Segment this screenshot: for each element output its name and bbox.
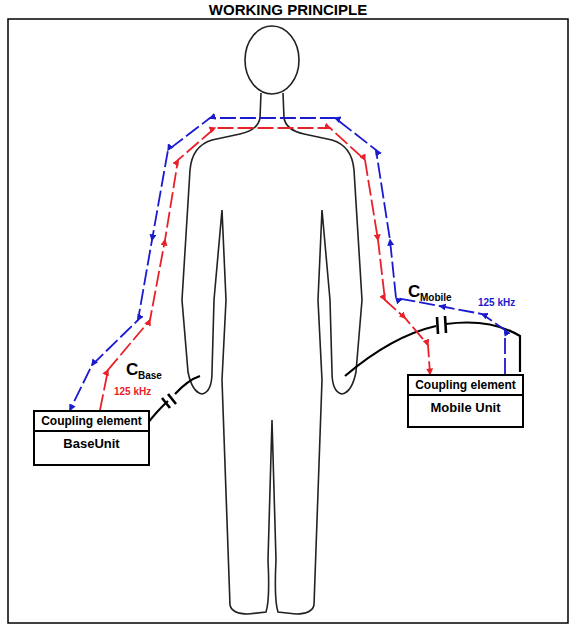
signal-path (100, 128, 430, 410)
diagram-label: Base (138, 371, 162, 381)
box-body: Mobile Unit (409, 396, 522, 421)
box-heading: Coupling element (409, 376, 522, 396)
capacitor-symbol (437, 316, 446, 334)
head (245, 26, 299, 94)
diagram-title: WORKING PRINCIPLE (0, 1, 576, 18)
diagram-label: Mobile (420, 293, 452, 303)
coupling-unit-box: Coupling elementBaseUnit (33, 410, 150, 466)
wire (446, 323, 520, 373)
human-silhouette (182, 26, 362, 614)
diagram-label: C (126, 361, 138, 378)
coupling-unit-box: Coupling elementMobile Unit (407, 374, 524, 428)
wire (175, 376, 200, 394)
box-heading: Coupling element (35, 412, 148, 432)
frame (8, 19, 568, 623)
wire (345, 326, 436, 376)
wire (147, 401, 168, 424)
signal-path (70, 118, 505, 410)
capacitor-symbol (162, 394, 176, 408)
body-outline (182, 93, 362, 614)
diagram-label: C (408, 283, 420, 300)
box-body: BaseUnit (35, 432, 148, 457)
diagram-label: 125 kHz (114, 387, 151, 397)
diagram-label: 125 kHz (478, 298, 515, 308)
